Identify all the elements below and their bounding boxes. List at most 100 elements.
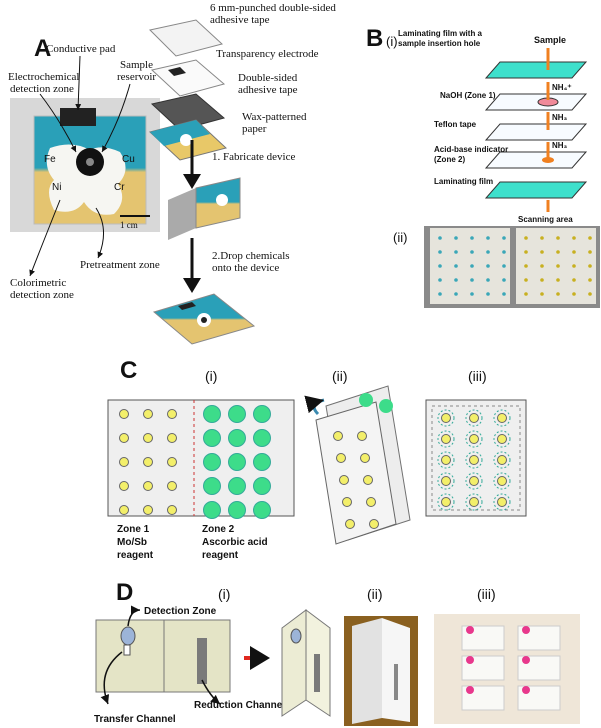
panel-d-letter: D <box>116 579 133 606</box>
photo-teal-dot <box>502 250 506 254</box>
callout-sample-2: reservoir <box>117 71 156 83</box>
zone1-dot <box>167 505 177 515</box>
b-layer-naoh <box>484 93 588 111</box>
b-layer-indicator <box>484 151 588 169</box>
folded-yellow-dot <box>339 475 349 485</box>
photo-yellow-dot <box>572 236 576 240</box>
scale-bar-label: 1 cm <box>120 220 138 230</box>
layer-adhesive-tape <box>150 93 226 131</box>
b-photo <box>424 226 600 308</box>
b-layer-teflon <box>484 123 588 141</box>
zone1-dot <box>143 409 153 419</box>
photo-yellow-dot <box>540 264 544 268</box>
zone1-dot <box>119 481 129 491</box>
overlay-ring <box>493 493 511 511</box>
folded-green-dot <box>379 399 393 413</box>
zone2-dot <box>253 477 271 495</box>
photo-teal-dot <box>438 250 442 254</box>
photo-yellow-dot <box>556 292 560 296</box>
photo-teal-dot <box>470 292 474 296</box>
pad-label-ni: Ni <box>52 182 61 193</box>
overlay-dot <box>497 413 507 423</box>
overlay-ring <box>437 409 455 427</box>
overlay-dot <box>469 455 479 465</box>
c-zone2-a: Zone 2 <box>202 524 235 535</box>
photo-teal-dot <box>438 236 442 240</box>
layer-wax-2: paper <box>242 123 267 135</box>
b-lam-hole-2: sample insertion hole <box>398 39 481 48</box>
b-indicator-1: Acid-base indicator <box>434 145 508 154</box>
overlay-ring <box>465 409 483 427</box>
zone1-dot <box>119 433 129 443</box>
step-2-label-b: onto the device <box>212 262 279 274</box>
exploded-layers <box>148 19 228 161</box>
zone2-dot <box>203 405 221 423</box>
overlay-dot <box>441 413 451 423</box>
layer-adhesive-1: Double-sided <box>238 72 298 84</box>
overlay-ring <box>493 430 511 448</box>
d-reduction-channel <box>197 638 207 684</box>
photo-teal-dot <box>438 264 442 268</box>
zone2-dot <box>203 477 221 495</box>
panel-c: C (i) (ii) (iii) Zone 1 Mo/Sb reagent Zo… <box>107 357 527 561</box>
c-overlay-dots <box>437 409 511 511</box>
photo-teal-dot <box>454 278 458 282</box>
zone2-dot <box>228 477 246 495</box>
zone2-dot <box>228 429 246 447</box>
overlay-ring <box>465 430 483 448</box>
overlay-dot <box>469 434 479 444</box>
zone1-dot <box>143 481 153 491</box>
d-pink-spot <box>522 626 530 634</box>
d-pink-spot <box>466 686 474 694</box>
folded-yellow-dot <box>345 519 355 529</box>
panel-b-sub-i: (i) <box>386 34 398 49</box>
zone2-dot <box>203 429 221 447</box>
panel-b: B (i) Laminating film with a sample inse… <box>366 25 600 308</box>
c-zone2-b: Ascorbic acid <box>202 537 268 548</box>
panel-a: A Fe Cu Ni Cr 1 cm Conductive pad Sample… <box>8 2 336 345</box>
zone1-dot <box>167 457 177 467</box>
folded-yellow-dot <box>363 475 373 485</box>
photo-yellow-dot <box>556 250 560 254</box>
overlay-ring <box>465 472 483 490</box>
zone1-dot <box>167 409 177 419</box>
folded-yellow-dot <box>369 519 379 529</box>
folded-green-dot <box>359 393 373 407</box>
photo-teal-dot <box>502 278 506 282</box>
panel-c-letter: C <box>120 357 137 384</box>
zone1-dot <box>119 409 129 419</box>
photo-teal-dot <box>470 264 474 268</box>
callout-sample-1: Sample <box>120 59 153 71</box>
d-detection-zone <box>120 626 136 646</box>
overlay-dot <box>497 497 507 507</box>
folded-yellow-dot <box>366 497 376 507</box>
c-zone1-a: Zone 1 <box>117 524 150 535</box>
pad-label-cr: Cr <box>114 182 125 193</box>
zone2-dot <box>203 453 221 471</box>
layer-tape-2: adhesive tape <box>210 14 270 26</box>
photo-yellow-dot <box>540 250 544 254</box>
photo-teal-dot <box>438 278 442 282</box>
layer-wax-1: Wax-patterned <box>242 111 307 123</box>
folded-yellow-dot <box>342 497 352 507</box>
photo-yellow-dot <box>524 292 528 296</box>
pad-label-cu: Cu <box>122 154 135 165</box>
b-nh3-b: NH₃ <box>552 141 568 150</box>
panel-d-sub-ii: (ii) <box>367 586 383 602</box>
zone2-dot <box>228 405 246 423</box>
b-teflon: Teflon tape <box>434 120 477 129</box>
photo-teal-dot <box>454 264 458 268</box>
zone1-dot <box>143 457 153 467</box>
overlay-ring <box>493 409 511 427</box>
photo-teal-dot <box>470 250 474 254</box>
overlay-dot <box>497 455 507 465</box>
photo-teal-dot <box>502 236 506 240</box>
photo-yellow-dot <box>524 250 528 254</box>
folded-yellow-dot <box>360 453 370 463</box>
d-pink-spot <box>466 656 474 664</box>
photo-teal-dot <box>486 250 490 254</box>
overlay-dot <box>497 476 507 486</box>
b-lam-hole-1: Laminating film with a <box>398 29 483 38</box>
photo-yellow-dot <box>588 236 592 240</box>
overlay-dot <box>497 434 507 444</box>
